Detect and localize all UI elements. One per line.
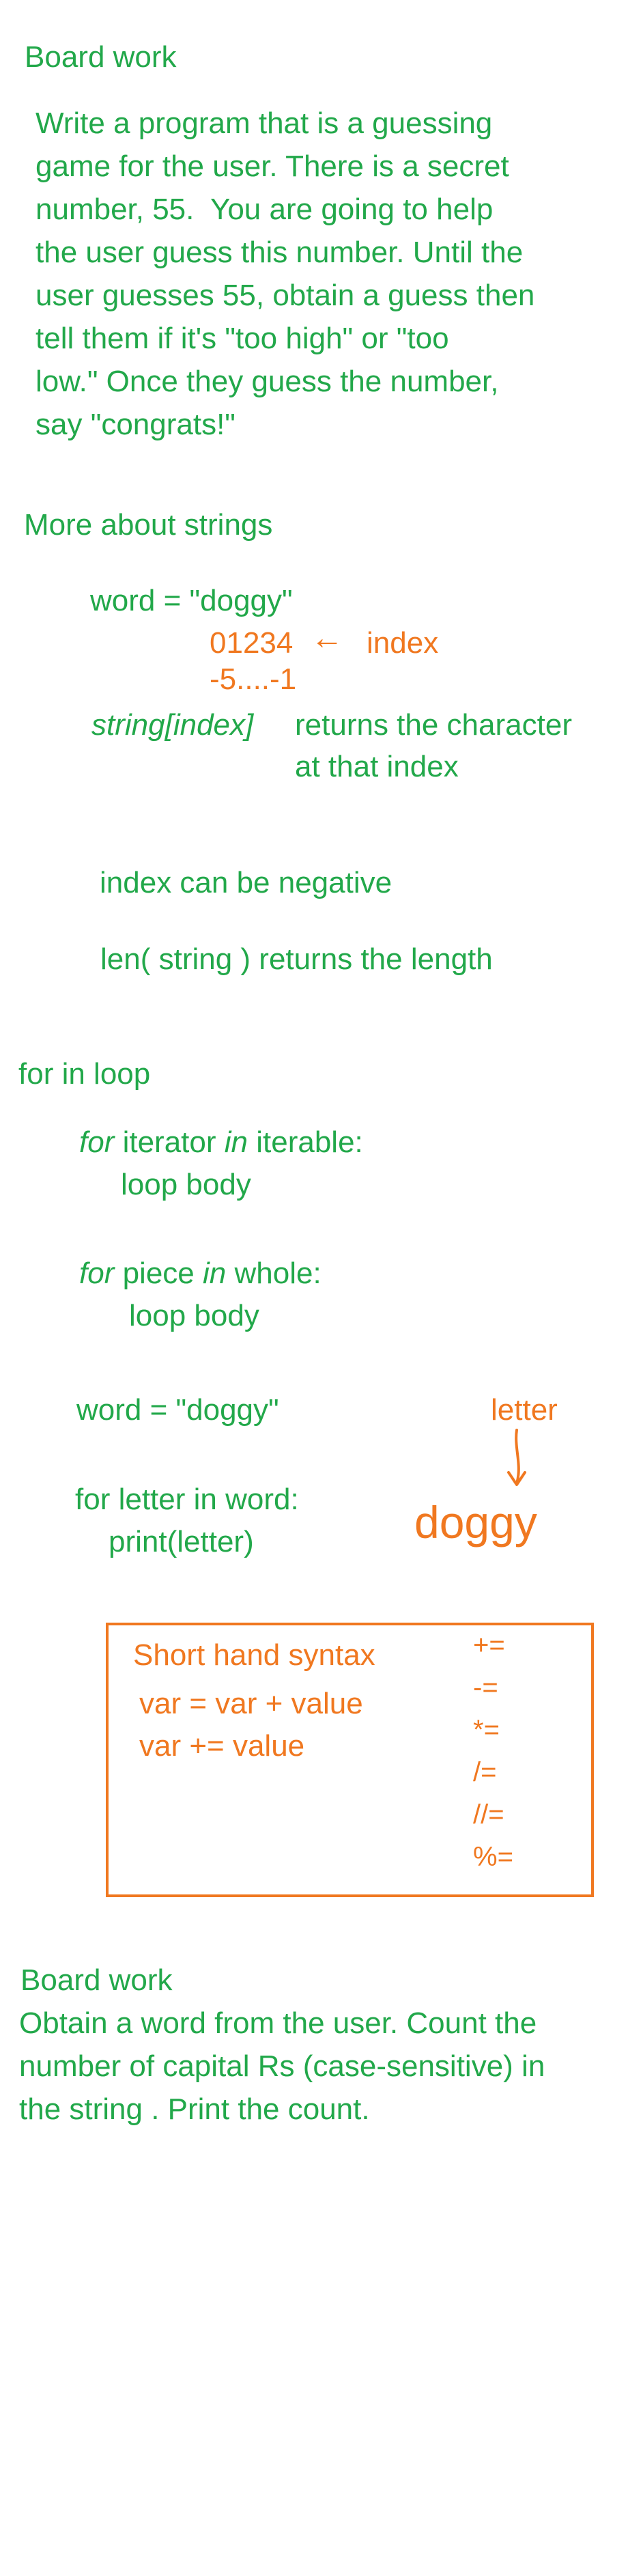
- doggy-large: doggy: [414, 1497, 537, 1548]
- prompt-line: game for the user. There is a secret: [35, 150, 509, 183]
- for-iterator-syntax: for iterator in iterable:: [79, 1125, 363, 1161]
- board-work-heading-2: Board work: [20, 1963, 173, 1997]
- negative-index-range: -5....-1: [210, 662, 297, 696]
- strings-heading: More about strings: [24, 508, 273, 542]
- print-letter: print(letter): [109, 1525, 254, 1558]
- word-assignment: word = "doggy": [76, 1393, 279, 1427]
- returns-line-2: at that index: [295, 750, 459, 783]
- prompt-line: low." Once they guess the number,: [35, 365, 499, 398]
- prompt-line: say "congrats!": [35, 408, 235, 441]
- index-digits: 01234: [210, 626, 294, 660]
- operator: +=: [473, 1630, 505, 1660]
- operator: %=: [473, 1842, 513, 1872]
- iterable-word: iterable:: [248, 1125, 363, 1159]
- doggy-assignment: word = "doggy": [90, 584, 293, 617]
- index-label: index: [367, 626, 439, 660]
- iterator-word: iterator: [114, 1125, 225, 1159]
- shorthand-line-2: var += value: [139, 1729, 305, 1763]
- board-work-heading-1: Board work: [25, 40, 177, 74]
- for-piece-syntax: for piece in whole:: [79, 1256, 322, 1292]
- len-note: len( string ) returns the length: [100, 942, 493, 976]
- loop-body-2: loop body: [129, 1299, 259, 1332]
- shorthand-line-1: var = var + value: [139, 1687, 363, 1720]
- in-keyword: in: [203, 1257, 227, 1290]
- piece-word: piece: [114, 1257, 203, 1290]
- for-keyword: for: [79, 1257, 115, 1290]
- prompt-line: number of capital Rs (case-sensitive) in: [19, 2049, 545, 2083]
- down-arrow-icon: [507, 1429, 526, 1486]
- operator: //=: [473, 1800, 504, 1830]
- prompt-line: the user guess this number. Until the: [35, 236, 524, 269]
- prompt-line: Obtain a word from the user. Count the: [19, 2006, 537, 2040]
- operator: /=: [473, 1757, 497, 1787]
- for-in-loop-heading: for in loop: [18, 1057, 151, 1091]
- prompt-line: number, 55. You are going to help: [35, 193, 494, 226]
- returns-line-1: returns the character: [295, 708, 572, 742]
- negative-index-note: index can be negative: [100, 866, 392, 899]
- letter-label: letter: [491, 1393, 558, 1427]
- for-keyword: for: [79, 1125, 115, 1159]
- shorthand-syntax-box: [106, 1623, 594, 1897]
- prompt-line: Write a program that is a guessing: [35, 107, 493, 140]
- prompt-line: user guesses 55, obtain a guess then: [35, 279, 535, 312]
- shorthand-title: Short hand syntax: [133, 1638, 375, 1672]
- whole-word: whole:: [226, 1257, 322, 1290]
- operator: *=: [473, 1715, 500, 1745]
- prompt-line: tell them if it's "too high" or "too: [35, 322, 449, 355]
- loop-body-1: loop body: [121, 1168, 251, 1201]
- for-letter-loop: for letter in word:: [75, 1483, 299, 1516]
- string-index-syntax: string[index]: [91, 708, 254, 742]
- operator: -=: [473, 1672, 498, 1703]
- in-keyword: in: [224, 1125, 248, 1159]
- prompt-line: the string . Print the count.: [19, 2092, 370, 2126]
- arrow-left-icon: ←: [311, 620, 343, 656]
